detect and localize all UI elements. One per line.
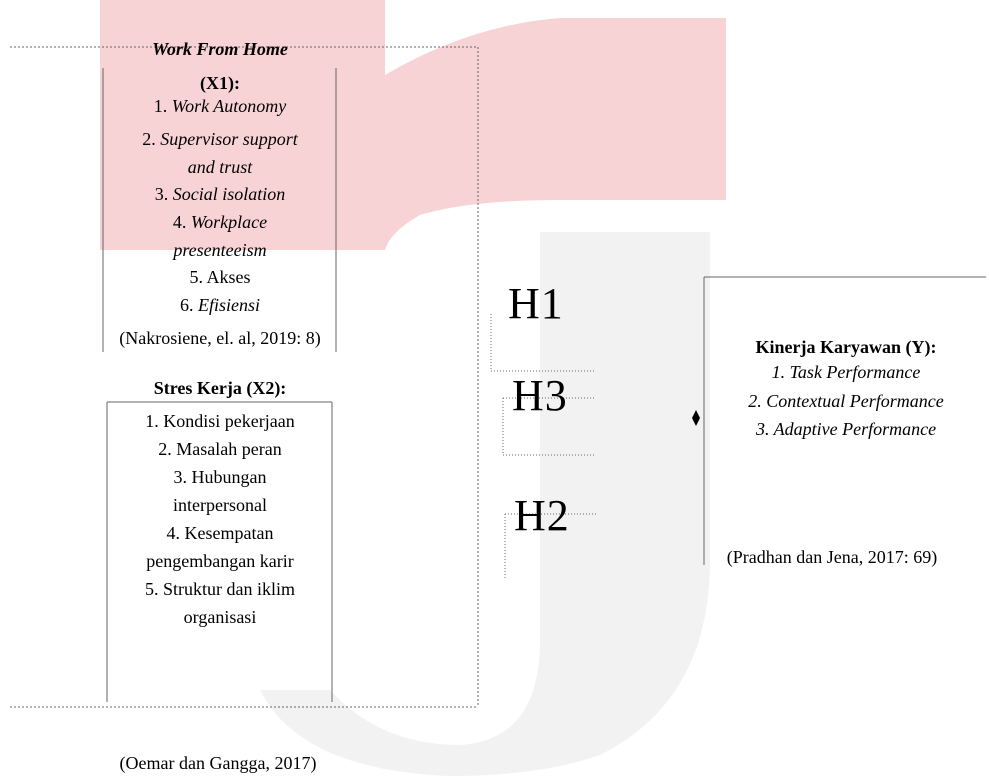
x2-item-3: 3. Hubungan: [173, 467, 267, 487]
x1-item-5: 5. Akses: [105, 266, 335, 288]
x1-item-2: 2. Supervisor support: [105, 128, 335, 150]
arrow-head-icon: [692, 410, 700, 426]
x1-item-3-text: Social isolation: [172, 184, 286, 204]
hypothesis-h2: H2: [514, 491, 570, 540]
y-item-1: 1. Task Performance: [771, 362, 921, 382]
x1-item-4-cont: presenteeism: [173, 240, 267, 260]
y-title: Kinerja Karyawan (Y):: [755, 337, 937, 357]
y-item-3: 3. Adaptive Performance: [755, 419, 937, 439]
x1-item-3-num: 3.: [154, 184, 173, 204]
x1-item-4: 4. Workplace: [105, 211, 335, 233]
watermark-gray-shape: [260, 232, 710, 776]
x1-item-4-num: 4.: [172, 212, 191, 232]
x1-item-5-text: Akses: [206, 267, 251, 287]
x1-title: Work From Home: [152, 39, 288, 59]
hypothesis-h1: H1: [508, 279, 564, 328]
x1-item-6-text: Efisiensi: [198, 295, 260, 315]
x2-item-4: 4. Kesempatan: [166, 523, 274, 543]
y-citation: (Pradhan dan Jena, 2017: 69): [726, 547, 938, 567]
x2-item-5: 5. Struktur dan iklim: [145, 579, 295, 599]
x2-title: Stres Kerja (X2):: [153, 378, 287, 398]
x1-item-1-num: 1.: [153, 96, 172, 116]
x2-item-5-cont: organisasi: [183, 607, 257, 627]
x1-item-2-text: Supervisor support: [160, 129, 298, 149]
x1-item-1-text: Work Autonomy: [171, 96, 287, 116]
watermark-red-shape: [100, 0, 726, 250]
footer-citation: (Oemar dan Gangga, 2017): [119, 753, 317, 773]
x1-item-6-num: 6.: [180, 295, 198, 315]
x1-item-2-num: 2.: [142, 129, 161, 149]
hypothesis-h3: H3: [512, 371, 568, 420]
x1-item-4-text: Workplace: [190, 212, 268, 232]
x1-item-3: 3. Social isolation: [105, 183, 335, 205]
x1-item-2-cont: and trust: [187, 157, 253, 177]
x2-item-1: 1. Kondisi pekerjaan: [145, 411, 295, 431]
x1-item-5-num: 5.: [189, 267, 207, 287]
x1-item-6: 6. Efisiensi: [105, 294, 335, 316]
x2-item-3-cont: interpersonal: [173, 495, 267, 515]
x2-item-4-cont: pengembangan karir: [146, 551, 294, 571]
watermark-gray-bar: [540, 232, 708, 252]
x2-item-2: 2. Masalah peran: [158, 439, 282, 459]
x1-citation: (Nakrosiene, el. al, 2019: 8): [119, 328, 321, 348]
x1-item-1: 1. Work Autonomy: [105, 95, 335, 117]
x1-title-code: (X1):: [200, 73, 240, 93]
y-item-2: 2. Contextual Performance: [748, 391, 944, 411]
